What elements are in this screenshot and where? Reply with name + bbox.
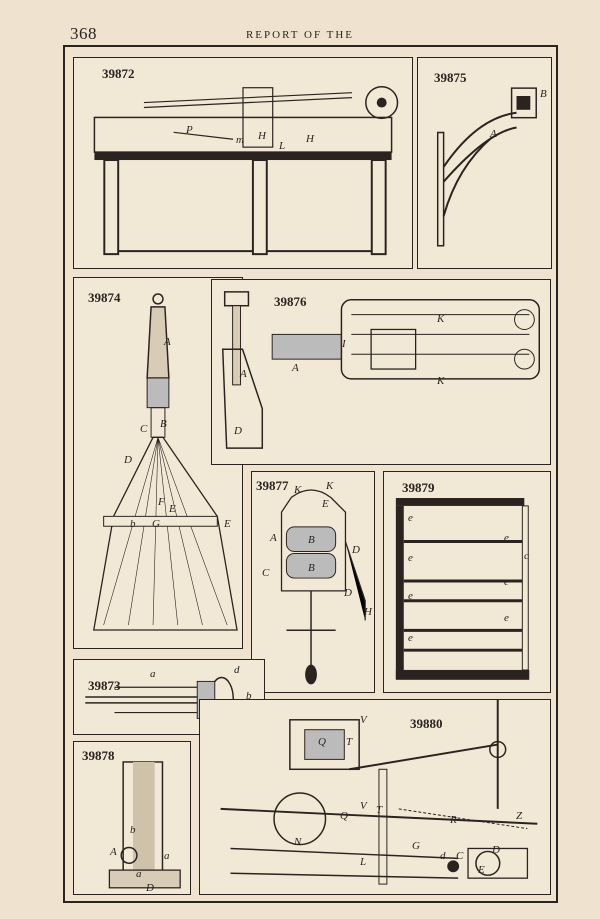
figure-number: 39873 bbox=[88, 678, 121, 693]
fig-label: T bbox=[346, 736, 353, 748]
figure-39880-drawing bbox=[220, 700, 538, 885]
fig-label: D bbox=[352, 544, 360, 556]
fig-label: d bbox=[440, 850, 446, 862]
fig-label: F bbox=[158, 496, 165, 508]
figure-number: 39875 bbox=[434, 70, 467, 85]
fig-label: A bbox=[164, 336, 171, 348]
fig-label: b bbox=[130, 518, 136, 530]
figure-number: 39878 bbox=[82, 748, 115, 763]
figure-number: 39876 bbox=[274, 294, 307, 309]
figure-39880-panel: 39880 V Q T V T Q R Z G d C D E N L bbox=[199, 699, 551, 895]
fig-label: D bbox=[492, 844, 500, 856]
figure-number: 39879 bbox=[402, 480, 435, 495]
fig-label: A bbox=[240, 368, 247, 380]
fig-label: H bbox=[258, 130, 266, 142]
fig-label: H bbox=[364, 606, 372, 618]
figure-39876-panel: 39876 A D K I A K bbox=[211, 279, 551, 465]
figure-39875-panel: 39875 A B bbox=[417, 57, 552, 269]
fig-label: e bbox=[408, 512, 413, 524]
fig-label: D bbox=[146, 882, 154, 894]
fig-label: K bbox=[437, 313, 445, 325]
fig-label: B bbox=[308, 534, 315, 546]
fig-label: d bbox=[234, 664, 240, 676]
figure-39878-drawing bbox=[108, 761, 181, 889]
fig-label: G bbox=[152, 518, 160, 530]
fig-label: D bbox=[124, 454, 132, 466]
figure-number: 39872 bbox=[102, 66, 135, 81]
figure-number: 39877 bbox=[256, 478, 289, 493]
fig-label: A bbox=[110, 846, 117, 858]
fig-label: I bbox=[342, 338, 346, 350]
fig-label: A bbox=[292, 362, 299, 374]
figure-39879-panel: 39879 e e e e e e e c bbox=[383, 471, 551, 693]
fig-label: m bbox=[236, 134, 244, 146]
fig-label: e bbox=[504, 612, 509, 624]
page-number: 368 bbox=[70, 24, 97, 43]
fig-label: E bbox=[478, 864, 485, 876]
fig-label: L bbox=[279, 140, 286, 152]
fig-label: L bbox=[360, 856, 367, 868]
fig-label: E bbox=[169, 503, 176, 515]
fig-label: C bbox=[262, 567, 270, 579]
fig-label: E bbox=[224, 518, 231, 530]
fig-label: D bbox=[234, 425, 242, 437]
fig-label: A bbox=[490, 128, 497, 140]
fig-label: K bbox=[437, 375, 445, 387]
figure-number: 39880 bbox=[410, 716, 443, 731]
figure-39878-panel: 39878 b A a a D bbox=[73, 741, 191, 895]
fig-label: b bbox=[130, 824, 136, 836]
fig-label: K bbox=[294, 484, 302, 496]
fig-label: N bbox=[294, 836, 302, 848]
fig-label: G bbox=[412, 840, 420, 852]
figure-39874-drawing bbox=[93, 293, 238, 631]
fig-label: C bbox=[140, 423, 148, 435]
fig-label: H bbox=[306, 133, 314, 145]
fig-label: B bbox=[540, 88, 547, 100]
figure-39877-drawing bbox=[280, 489, 366, 685]
fig-label: b bbox=[246, 690, 252, 702]
figure-39875-drawing bbox=[436, 87, 537, 247]
fig-label: V bbox=[360, 714, 367, 726]
fig-label: P bbox=[186, 124, 193, 136]
fig-label: Z bbox=[516, 810, 523, 822]
fig-label: e bbox=[504, 576, 509, 588]
fig-label: R bbox=[450, 814, 457, 826]
fig-label: a bbox=[136, 868, 142, 880]
figure-39879-drawing bbox=[395, 498, 530, 680]
plate-frame: 39872 P m H L H 39875 A B bbox=[63, 45, 558, 903]
fig-label: e bbox=[504, 532, 509, 544]
fig-label: B bbox=[160, 418, 167, 430]
fig-label: Q bbox=[340, 810, 348, 822]
fig-label: D bbox=[344, 587, 352, 599]
fig-label: a bbox=[150, 668, 156, 680]
fig-label: B bbox=[308, 562, 315, 574]
fig-label: T bbox=[376, 804, 383, 816]
figure-39876-drawing bbox=[221, 291, 541, 449]
figure-number: 39874 bbox=[88, 290, 121, 305]
fig-label: c bbox=[524, 550, 529, 562]
fig-label: e bbox=[408, 552, 413, 564]
fig-label: a bbox=[164, 850, 170, 862]
fig-label: A bbox=[270, 532, 277, 544]
fig-label: C bbox=[456, 850, 464, 862]
fig-label: e bbox=[408, 632, 413, 644]
fig-label: E bbox=[322, 498, 329, 510]
fig-label: Q bbox=[318, 736, 326, 748]
fig-label: K bbox=[326, 480, 334, 492]
running-head: REPORT OF THE bbox=[245, 29, 355, 41]
figure-39877-panel: 39877 K K E A B C B D D H bbox=[251, 471, 375, 693]
figure-39872-panel: 39872 P m H L H bbox=[73, 57, 413, 269]
figure-39872-drawing bbox=[93, 85, 399, 256]
fig-label: e bbox=[408, 590, 413, 602]
fig-label: V bbox=[360, 800, 367, 812]
